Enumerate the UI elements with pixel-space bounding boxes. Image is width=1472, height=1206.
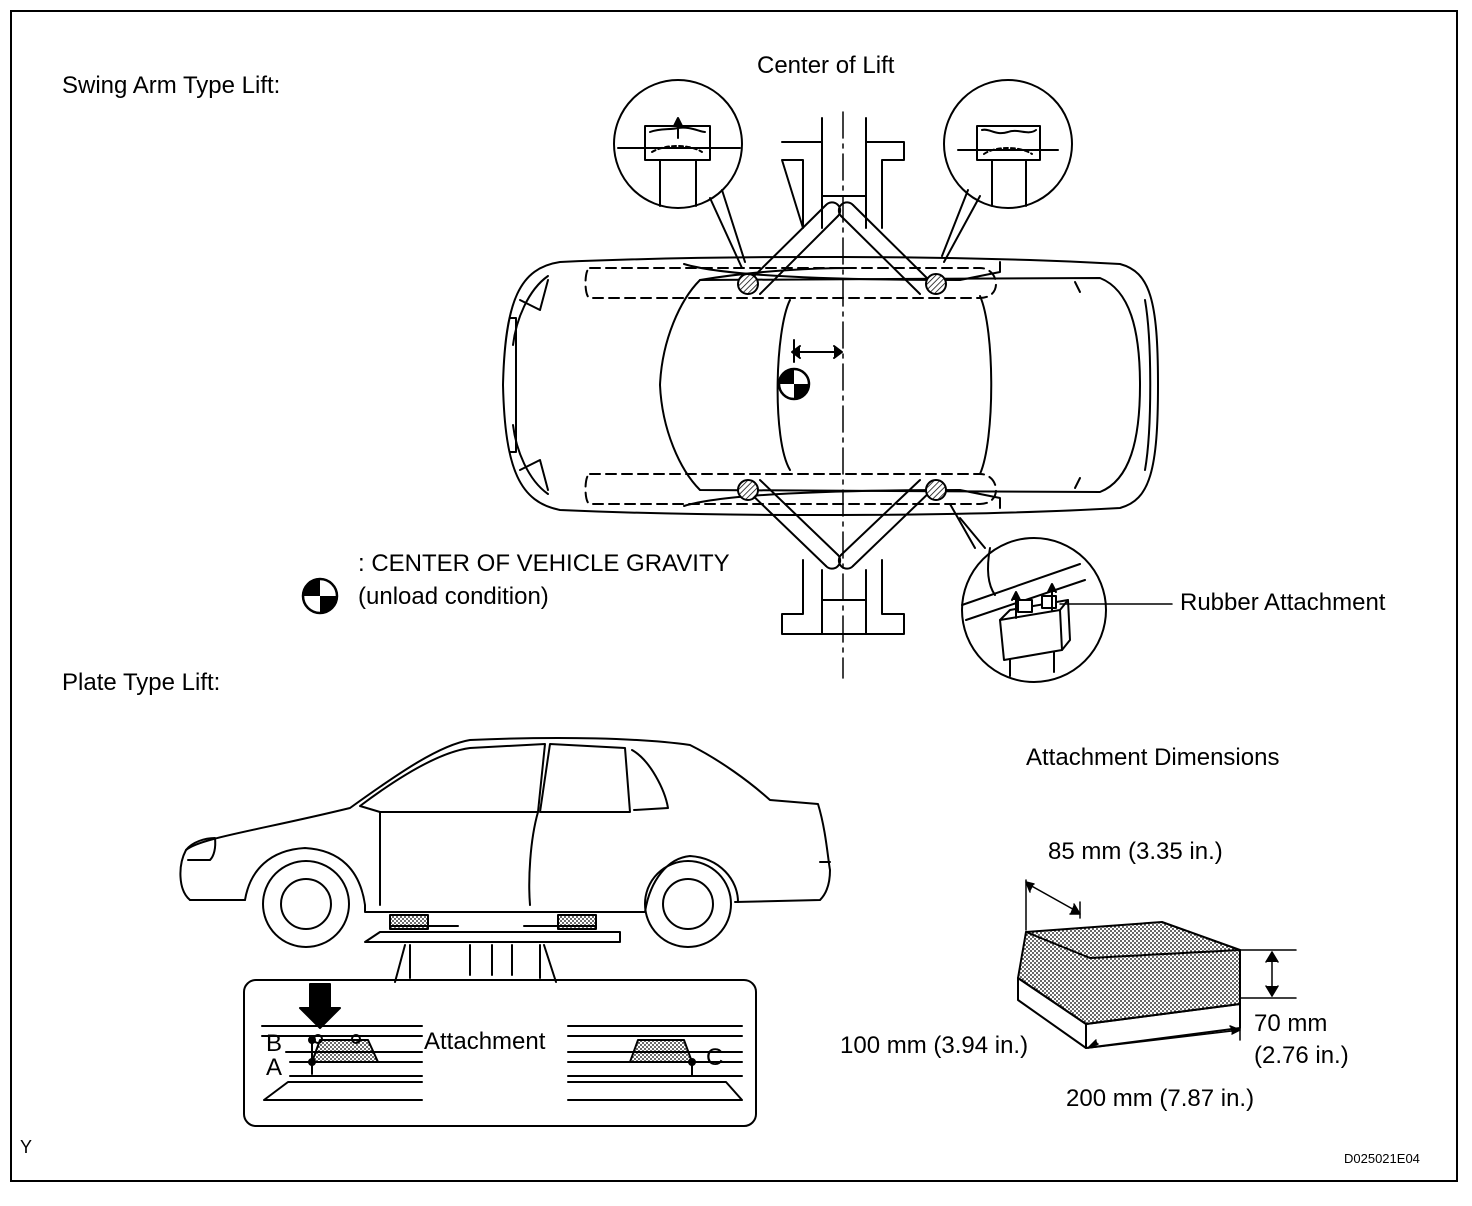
attachment-dimensions-heading: Attachment Dimensions xyxy=(1026,744,1280,771)
down-arrow-icon xyxy=(299,983,341,1029)
center-of-lift-label: Center of Lift xyxy=(757,52,895,79)
point-c-label: C xyxy=(706,1044,724,1071)
attachment-block xyxy=(1017,921,1241,1049)
rubber-attachment-label: Rubber Attachment xyxy=(1180,589,1386,616)
car-top-view xyxy=(502,255,1159,517)
center-of-gravity-symbol-car xyxy=(777,367,811,401)
dimension-length-label: 200 mm (7.87 in.) xyxy=(1066,1085,1255,1112)
point-a-label: A xyxy=(266,1054,283,1081)
swing-arm-heading: Swing Arm Type Lift: xyxy=(62,72,281,99)
point-b-label: B xyxy=(266,1030,283,1057)
dimension-lines xyxy=(1025,879,1297,1049)
rubber-attachment-detail-circle xyxy=(949,503,1173,683)
dimension-width-label: 85 mm (3.35 in.) xyxy=(1048,838,1223,865)
corner-mark: Y xyxy=(20,1137,33,1157)
side-sill-dashed xyxy=(584,267,997,505)
detail-circle-front-left xyxy=(613,79,746,269)
plate-type-heading: Plate Type Lift: xyxy=(62,669,221,696)
offset-arrow xyxy=(791,339,843,363)
car-side-view xyxy=(179,736,831,948)
figure-frame xyxy=(10,10,1458,1182)
lift-post-top xyxy=(781,117,905,229)
dimension-height-mm-label: 70 mm xyxy=(1254,1010,1328,1037)
attachment-label: Attachment xyxy=(424,1028,546,1055)
figure-id: D025021E04 xyxy=(1344,1151,1420,1166)
swing-arms xyxy=(744,201,935,570)
plate-lift xyxy=(364,914,621,983)
cog-legend-line2: (unload condition) xyxy=(358,583,549,610)
dimension-depth-label: 100 mm (3.94 in.) xyxy=(840,1032,1029,1059)
center-of-gravity-legend-icon xyxy=(301,577,339,615)
dimension-height-in-label: (2.76 in.) xyxy=(1254,1042,1349,1069)
detail-circle-front-right xyxy=(941,79,1073,263)
cog-legend-line1: : CENTER OF VEHICLE GRAVITY xyxy=(358,550,730,577)
lift-point-markers xyxy=(737,273,947,501)
plate-lift-detail-box xyxy=(243,979,757,1127)
